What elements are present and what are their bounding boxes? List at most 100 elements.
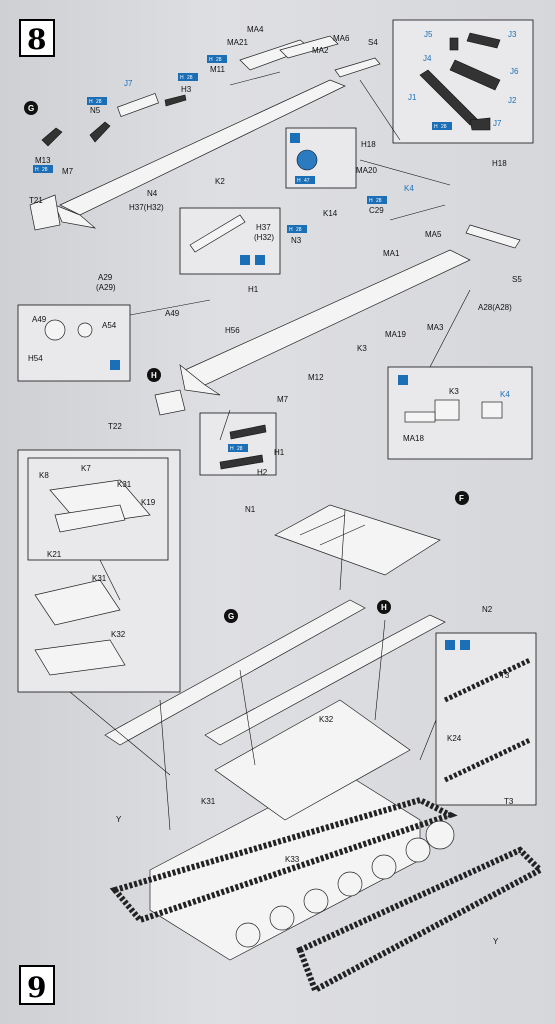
callout-g-bottom-text: G — [228, 612, 234, 621]
step-9-number: 9 — [27, 971, 46, 1004]
label-j2: J2 — [508, 96, 517, 105]
part-k4-detail — [481, 401, 503, 419]
label-ma3: MA3 — [427, 323, 444, 332]
label-c29: C29 — [369, 206, 384, 215]
label-s5: S5 — [512, 275, 522, 284]
label-ma4: MA4 — [247, 25, 264, 34]
label-j5: J5 — [424, 30, 433, 39]
label-h1: H1 — [248, 285, 259, 294]
svg-text:28: 28 — [441, 124, 447, 130]
label-ma20: MA20 — [356, 166, 377, 175]
detail-box-t3 — [435, 632, 537, 806]
fender-front-m7 — [179, 364, 221, 396]
part-j5 — [449, 37, 459, 51]
label-a49: A49 — [165, 309, 180, 318]
label-k4: K4 — [404, 184, 414, 193]
fender-right — [204, 614, 446, 746]
label-k8: K8 — [39, 471, 49, 480]
label-k14: K14 — [323, 209, 338, 218]
track-right-y — [296, 846, 545, 995]
svg-text:28: 28 — [96, 99, 102, 105]
paint-tag-h3: H 28 — [178, 73, 198, 81]
part-ma6 — [279, 35, 339, 59]
label-m7b: M7 — [277, 395, 289, 404]
label-j6: J6 — [510, 67, 519, 76]
leader-lines — [69, 79, 471, 831]
label-ma19: MA19 — [385, 330, 406, 339]
part-j7 — [117, 93, 159, 117]
part-t22 — [154, 389, 186, 416]
label-h32: (H32) — [254, 233, 274, 242]
label-t3b: T3 — [504, 797, 514, 806]
label-h18b: H18 — [492, 159, 507, 168]
label-k32b: K32 — [319, 715, 334, 724]
svg-text:H: H — [35, 167, 39, 173]
part-j7b — [469, 117, 491, 131]
label-s4: S4 — [368, 38, 378, 47]
svg-text:28: 28 — [216, 57, 222, 63]
fender-k2 — [59, 79, 346, 216]
paint-tag-n3: H 28 — [287, 225, 307, 233]
label-a49b: A49 — [32, 315, 47, 324]
label-k21: K21 — [47, 550, 62, 559]
label-n4: N4 — [147, 189, 158, 198]
label-n3: N3 — [291, 236, 302, 245]
part-k3-detail — [434, 399, 460, 421]
label-k24: K24 — [447, 734, 462, 743]
detail-box-j — [392, 19, 534, 144]
callout-f-text: F — [459, 494, 464, 503]
label-ma6: MA6 — [333, 34, 350, 43]
part-h2-wrench — [219, 454, 264, 470]
glue-icon-c — [398, 375, 408, 385]
part-s4 — [334, 57, 381, 78]
part-a49 — [44, 319, 66, 341]
label-j1: J1 — [408, 93, 417, 102]
svg-text:28: 28 — [42, 167, 48, 173]
label-n2: N2 — [482, 605, 493, 614]
label-k31c: K31 — [201, 797, 216, 806]
label-j7b: J7 — [493, 119, 502, 128]
label-k4b: K4 — [500, 390, 510, 399]
label-k2: K2 — [215, 177, 225, 186]
callout-h-top — [147, 368, 161, 382]
road-wheels — [235, 820, 455, 948]
label-k7: K7 — [81, 464, 91, 473]
part-j3 — [466, 32, 501, 49]
part-labels: MA4 MA21 MA6 MA2 S4 M11 H3 J7 N5 M13 M7 … — [28, 25, 522, 946]
glue-icon — [290, 133, 300, 143]
part-k21 — [54, 504, 126, 533]
part-n5 — [89, 121, 111, 143]
label-k3b: K3 — [449, 387, 459, 396]
label-h18: H18 — [361, 140, 376, 149]
svg-text:28: 28 — [237, 446, 243, 452]
svg-text:47: 47 — [304, 178, 310, 184]
label-h3: H3 — [181, 85, 192, 94]
part-h37 — [189, 214, 246, 253]
label-t22: T22 — [108, 422, 122, 431]
label-a54: A54 — [102, 321, 117, 330]
label-a29: A29 — [98, 273, 113, 282]
paint-icon-b — [460, 640, 470, 650]
label-ma21: MA21 — [227, 38, 248, 47]
svg-text:H: H — [369, 198, 373, 204]
part-t21 — [29, 194, 61, 231]
paint-icon — [240, 255, 250, 265]
callout-h-bottom — [377, 600, 391, 614]
fender-front-m13 — [54, 204, 97, 229]
label-m13: M13 — [35, 156, 51, 165]
callout-h-bottom-text: H — [381, 603, 387, 612]
step-9-box — [19, 965, 55, 1005]
label-a28: A28(A28) — [478, 303, 512, 312]
part-k32 — [34, 639, 126, 676]
label-h56: H56 — [225, 326, 240, 335]
label-k33: K33 — [285, 855, 300, 864]
svg-text:H: H — [297, 178, 301, 184]
svg-text:28: 28 — [187, 75, 193, 81]
label-h1b: H1 — [274, 448, 285, 457]
part-k31b — [34, 579, 121, 626]
label-k19: K19 — [141, 498, 156, 507]
label-t3: T3 — [500, 671, 510, 680]
label-k32: K32 — [111, 630, 126, 639]
label-m11: M11 — [210, 65, 226, 74]
